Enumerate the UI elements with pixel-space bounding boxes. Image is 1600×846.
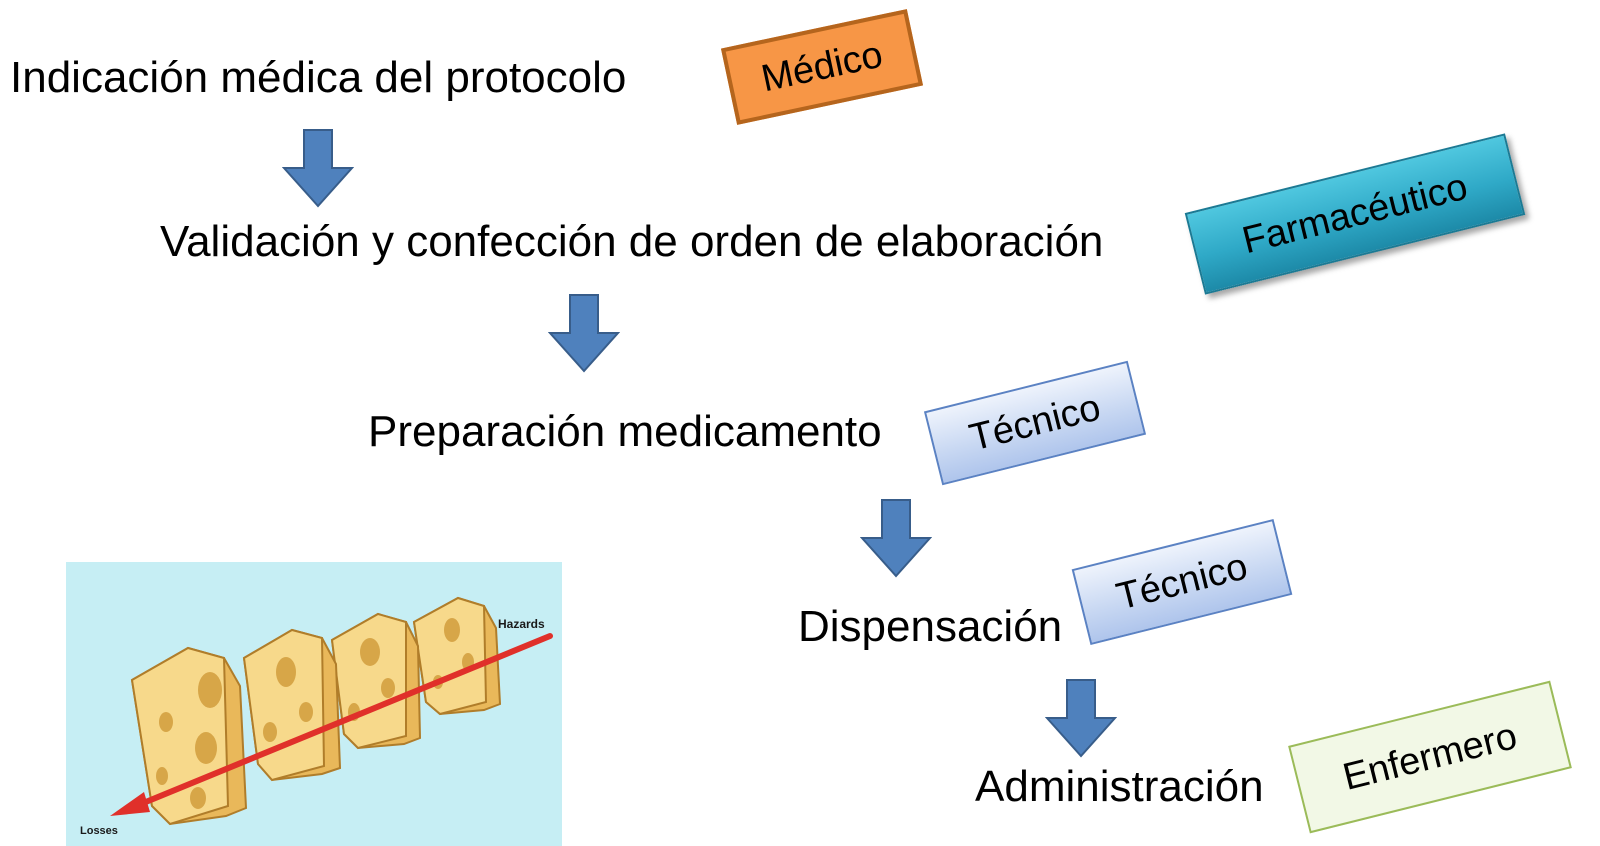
cheese-slice [330,612,422,750]
role-farmaceutico-badge: Farmacéutico [1184,133,1526,295]
step-preparacion: Preparación medicamento [368,407,882,456]
down-arrow-icon [282,129,354,208]
cheese-slice [130,646,248,826]
cheese-slice [412,596,502,716]
down-arrow-icon [548,294,620,373]
step-validacion: Validación y confección de orden de elab… [160,217,1104,266]
step-dispensacion: Dispensación [798,602,1063,651]
role-farmaceutico-label: Farmacéutico [1238,165,1472,263]
role-tecnico-dispensacion-badge: Técnico [1071,518,1293,646]
role-medico-badge: Médico [720,9,924,125]
role-medico-label: Médico [757,33,887,101]
down-arrow-icon [860,499,932,578]
role-tecnico-preparacion-label: Técnico [965,386,1105,460]
swiss-cheese-model-illustration: Hazards Losses [66,562,562,846]
down-arrow-icon [1045,679,1117,758]
losses-label: Losses [80,825,118,837]
role-enfermero-badge: Enfermero [1288,680,1572,834]
hazard-trajectory-arrow [110,633,553,816]
role-tecnico-preparacion-badge: Técnico [923,360,1147,486]
step-indicacion: Indicación médica del protocolo [10,53,627,102]
hazards-label: Hazards [498,617,545,631]
cheese-slice [242,628,342,782]
role-enfermero-label: Enfermero [1338,715,1522,799]
step-administracion: Administración [975,762,1264,811]
role-tecnico-dispensacion-label: Técnico [1112,545,1252,619]
